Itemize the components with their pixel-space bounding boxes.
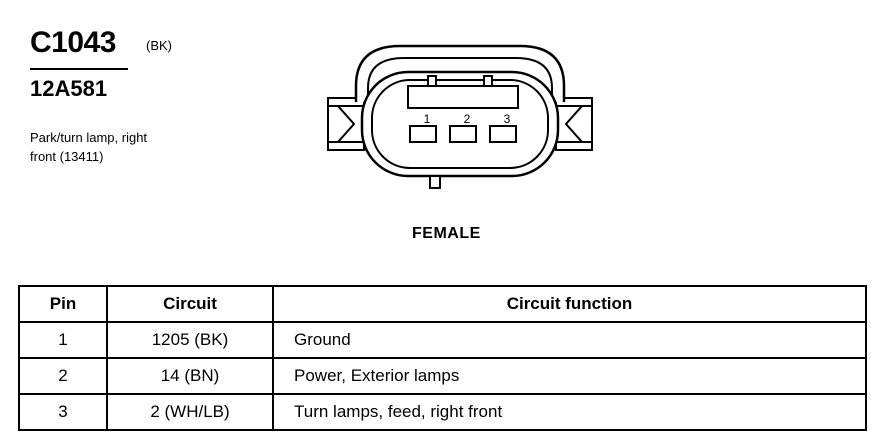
function-cell: Turn lamps, feed, right front (272, 393, 867, 431)
connector-view-label: FEMALE (412, 225, 481, 242)
pin-cell: 2 (18, 357, 108, 395)
lock-nub-left (427, 75, 437, 87)
table-row: 3 2 (WH/LB) Turn lamps, feed, right fron… (18, 393, 867, 431)
terminal-cavity-2 (449, 125, 477, 143)
function-cell: Power, Exterior lamps (272, 357, 867, 395)
terminal-cavity-1 (409, 125, 437, 143)
header-pin: Pin (18, 285, 108, 323)
connector-id-underline (30, 68, 128, 70)
pinout-table: Pin Circuit Circuit function 1 1205 (BK)… (18, 285, 867, 431)
table-row: 1 1205 (BK) Ground (18, 321, 867, 359)
connector-id: C1043 (30, 26, 116, 59)
connector-face-diagram: 1 2 3 (327, 44, 593, 189)
cavity-label-1: 1 (424, 112, 431, 126)
circuit-cell: 2 (WH/LB) (106, 393, 274, 431)
connector-lock-bar (407, 85, 519, 109)
connector-bottom-key (429, 175, 441, 189)
function-cell: Ground (272, 321, 867, 359)
header-circuit-function: Circuit function (272, 285, 867, 323)
part-number: 12A581 (30, 76, 108, 101)
lock-nub-right (483, 75, 493, 87)
pin-cell: 1 (18, 321, 108, 359)
header-circuit: Circuit (106, 285, 274, 323)
circuit-cell: 14 (BN) (106, 357, 274, 395)
connector-description: Park/turn lamp, right front (13411) (30, 128, 147, 166)
cavity-label-2: 2 (464, 112, 471, 126)
right-latch-tab (555, 97, 593, 151)
left-latch-tab (327, 97, 365, 151)
terminal-cavity-3 (489, 125, 517, 143)
table-row: 2 14 (BN) Power, Exterior lamps (18, 357, 867, 395)
cavity-label-3: 3 (504, 112, 511, 126)
description-line-1: Park/turn lamp, right (30, 130, 148, 145)
connector-color: (BK) (146, 38, 172, 53)
table-header-row: Pin Circuit Circuit function (18, 285, 867, 323)
description-line-2: front (13411) (30, 149, 104, 164)
pin-cell: 3 (18, 393, 108, 431)
circuit-cell: 1205 (BK) (106, 321, 274, 359)
